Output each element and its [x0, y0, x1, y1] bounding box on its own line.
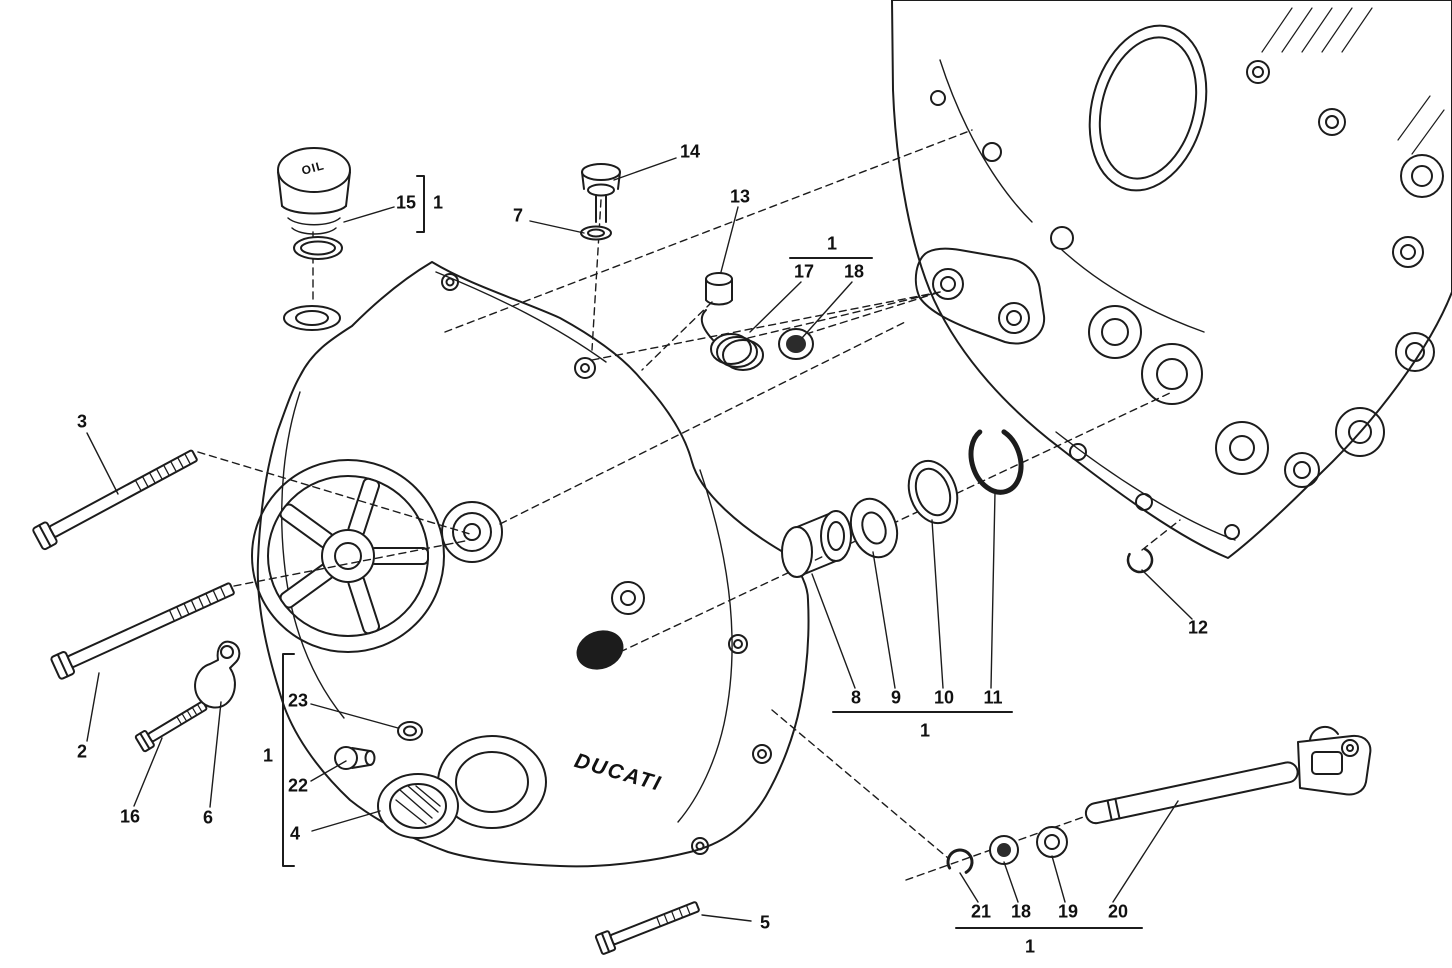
washer-18-lower — [989, 835, 1019, 865]
plug-22 — [334, 746, 376, 770]
callout-18-upper: 18 — [843, 261, 865, 282]
callout-9: 9 — [890, 687, 902, 708]
hatching — [1261, 7, 1445, 155]
bolt-2 — [50, 582, 235, 680]
circlip-11 — [968, 425, 1024, 495]
callout-20: 20 — [1107, 901, 1129, 922]
bushing-19 — [1036, 826, 1068, 858]
callout-19: 19 — [1057, 901, 1079, 922]
inspection-plug-4 — [377, 773, 459, 839]
callout-4: 4 — [289, 823, 301, 844]
clutch-cover-drawing — [251, 261, 810, 868]
callout-18-lower: 18 — [1010, 901, 1032, 922]
callout-3: 3 — [76, 411, 88, 432]
callout-12: 12 — [1187, 617, 1209, 638]
callout-5: 5 — [759, 912, 771, 933]
callout-22: 22 — [287, 775, 309, 796]
bolt-16 — [134, 700, 208, 753]
callout-group-1e: 1 — [1024, 936, 1036, 957]
callout-11: 11 — [983, 687, 1003, 708]
callout-7: 7 — [512, 205, 524, 226]
leader-lines — [86, 157, 1193, 922]
o-ring-seal — [293, 236, 343, 260]
callout-10: 10 — [933, 687, 955, 708]
callout-group-1b: 1 — [826, 233, 838, 254]
callout-17: 17 — [793, 261, 815, 282]
engine-case-drawing — [891, 0, 1452, 559]
oil-filler-cap-15 — [277, 147, 351, 235]
callout-group-1d: 1 — [919, 720, 931, 741]
bushing-13 — [705, 272, 733, 306]
bushing-18-upper — [778, 328, 814, 360]
bolt-5 — [594, 901, 700, 955]
callout-13: 13 — [729, 186, 751, 207]
callout-16: 16 — [119, 806, 141, 827]
callout-group-1c: 1 — [262, 745, 274, 766]
callout-21: 21 — [970, 901, 992, 922]
callout-8: 8 — [850, 687, 862, 708]
spring-17 — [700, 309, 764, 371]
callout-2: 2 — [76, 741, 88, 762]
sealing-washer-7 — [580, 225, 612, 241]
boss-spokes — [279, 477, 429, 635]
callout-14: 14 — [679, 141, 701, 162]
washer-9 — [849, 497, 899, 559]
spacer-8 — [781, 510, 852, 578]
callout-23: 23 — [287, 690, 309, 711]
callout-15: 15 — [395, 192, 417, 213]
screw-plug-14 — [581, 163, 621, 223]
gear-lever-20 — [1084, 725, 1372, 825]
washer-23 — [397, 721, 423, 741]
e-clip-21 — [946, 848, 974, 876]
callout-group-1a: 1 — [432, 192, 444, 213]
group-brackets — [282, 175, 1143, 929]
circlip-12 — [1126, 546, 1154, 574]
callout-6: 6 — [202, 807, 214, 828]
bolt-3 — [32, 449, 198, 551]
bracket-6 — [194, 640, 241, 709]
washer-10 — [907, 459, 959, 525]
